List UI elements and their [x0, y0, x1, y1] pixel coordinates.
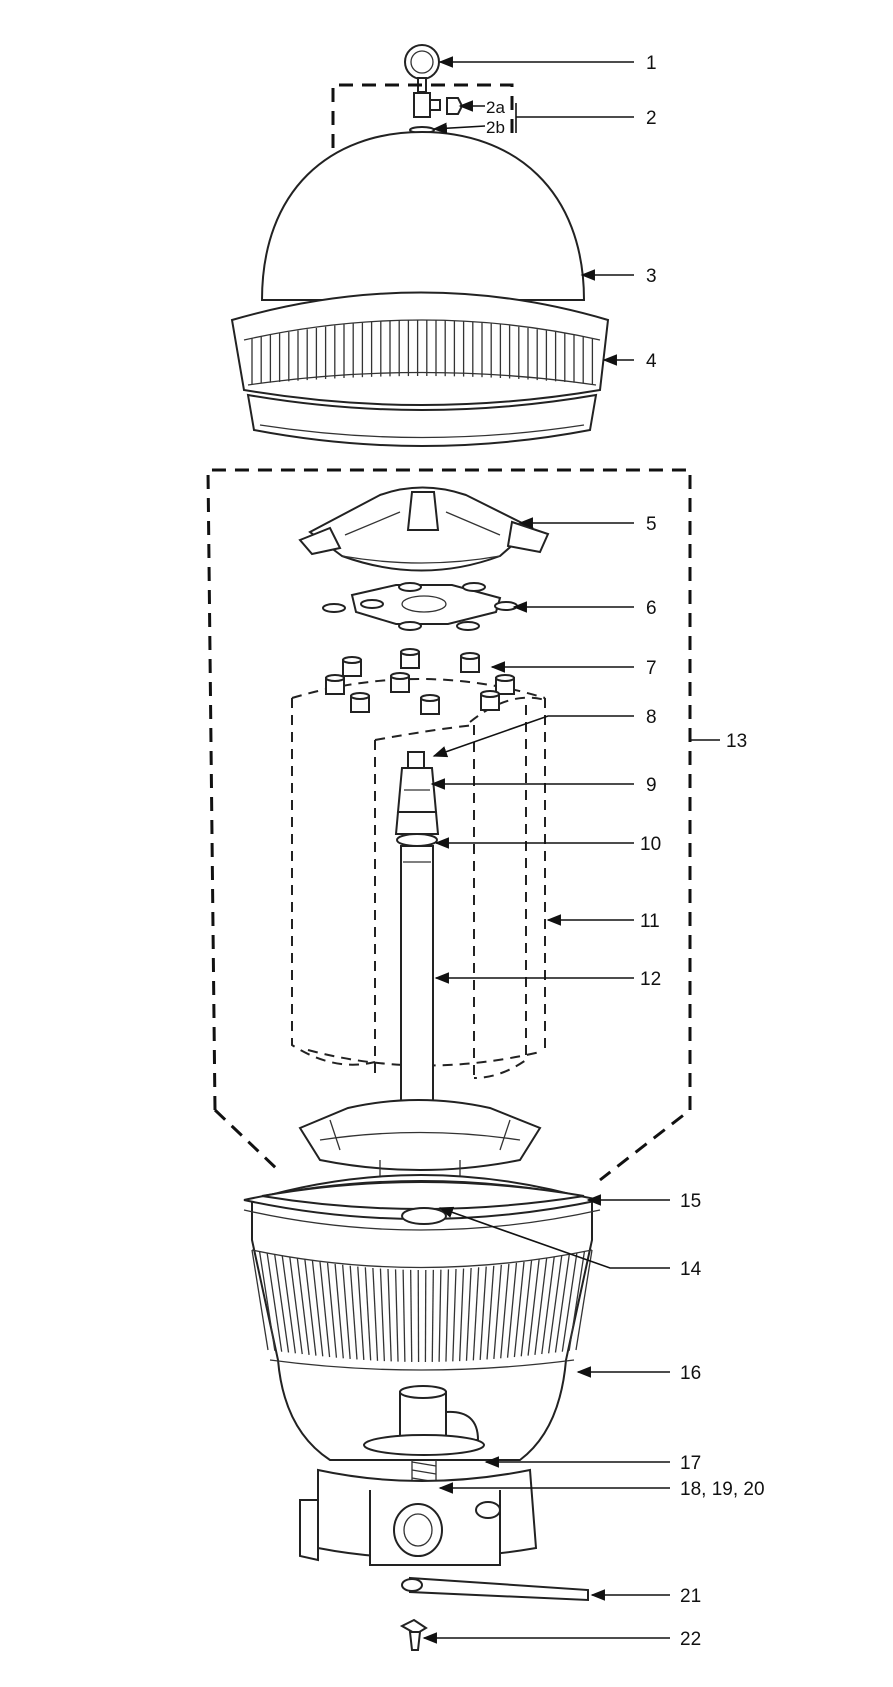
- callout-21: 21: [680, 1586, 701, 1607]
- locking-ring: [230, 291, 610, 447]
- callout-13: 13: [726, 731, 747, 752]
- drain-cap: [399, 1618, 428, 1651]
- drain-fitting: [363, 1385, 485, 1456]
- tank-lid-dome: [260, 130, 586, 301]
- leader-lines: [422, 56, 720, 1644]
- bottom-manifold: [298, 1099, 542, 1180]
- tank-base: [299, 1468, 538, 1566]
- air-relief-valve: [409, 92, 464, 134]
- callout-5: 5: [646, 514, 657, 535]
- callout-8: 8: [646, 707, 657, 728]
- callout-4: 4: [646, 351, 657, 372]
- grid-caps: [325, 648, 515, 715]
- callout-9: 9: [646, 775, 657, 796]
- tank-body: [243, 1174, 601, 1461]
- callout-6: 6: [646, 598, 657, 619]
- callout-18-19-20: 18, 19, 20: [680, 1479, 765, 1500]
- wrench: [401, 1576, 589, 1602]
- callout-17: 17: [680, 1453, 701, 1474]
- callout-14: 14: [680, 1259, 702, 1280]
- internal-assembly-boundary: [206, 468, 692, 1182]
- standpipe-assembly: [394, 751, 440, 1121]
- callout-3: 3: [646, 266, 657, 287]
- callout-1: 1: [646, 53, 657, 74]
- top-manifold: [298, 486, 550, 572]
- manifold-gasket: [322, 582, 518, 631]
- callout-16: 16: [680, 1363, 701, 1384]
- callout-2a: 2a: [486, 98, 505, 117]
- callout-2b: 2b: [486, 118, 505, 137]
- callout-22: 22: [680, 1629, 701, 1650]
- callout-11: 11: [640, 911, 660, 932]
- callout-12: 12: [640, 969, 661, 990]
- callout-10: 10: [640, 834, 661, 855]
- callout-15: 15: [680, 1191, 701, 1212]
- callout-7: 7: [646, 658, 657, 679]
- callout-2: 2: [646, 108, 657, 129]
- air-relief-assembly-box: [331, 83, 514, 148]
